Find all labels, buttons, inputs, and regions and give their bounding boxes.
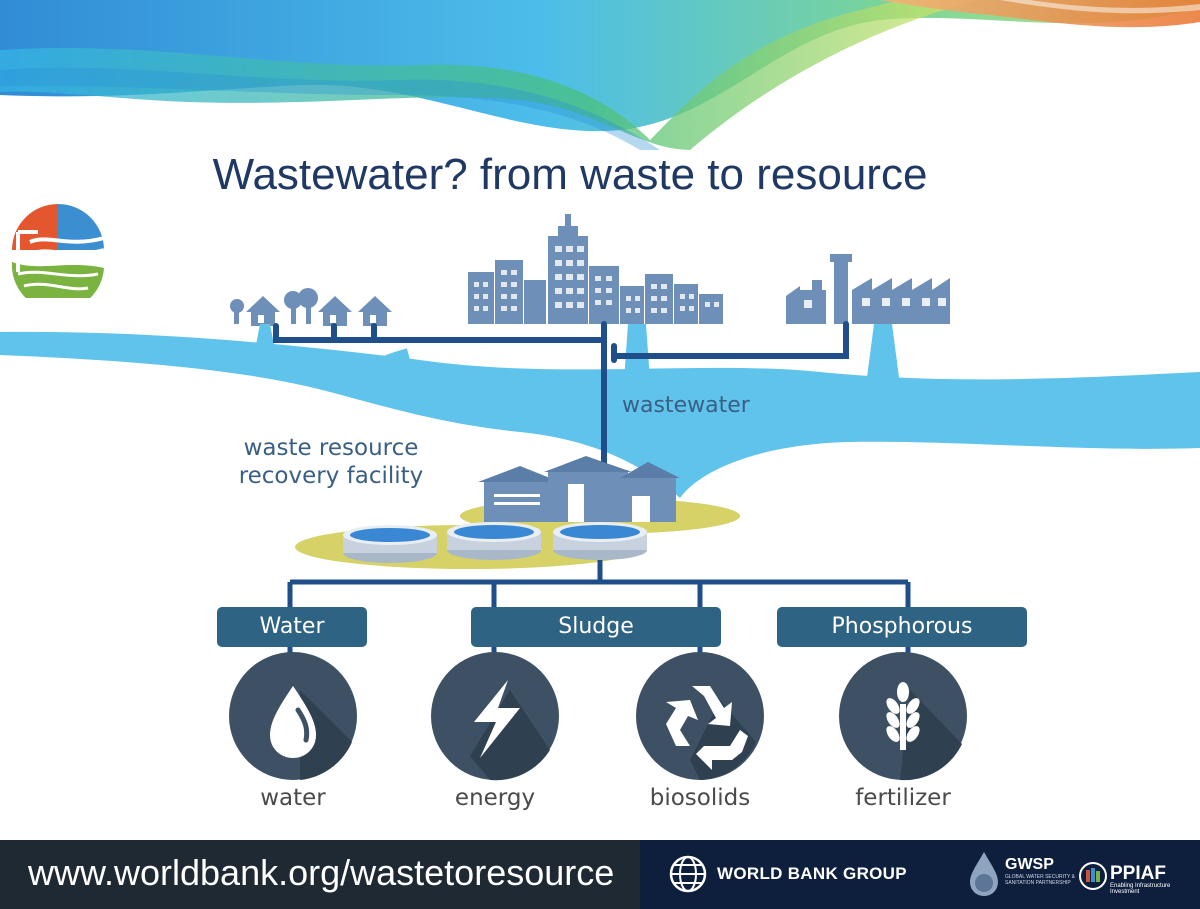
footer-url-link[interactable]: www.worldbank.org/wastetoresource (28, 852, 615, 893)
facility-label: waste resource recovery facility (216, 434, 446, 490)
water-stream-box (217, 607, 367, 647)
wheat-icon (839, 652, 967, 781)
sludge-stream-label: Sludge (558, 614, 634, 639)
facility-label-line2: recovery facility (238, 463, 424, 489)
ppiaf-logo: PPIAF (1110, 863, 1166, 884)
gwsp-logo-subtitle: GLOBAL WATER SECURITY & SANITATION PARTN… (1005, 874, 1076, 886)
globe-icon (669, 855, 707, 893)
river (0, 331, 1200, 498)
output-biosolids-label: biosolids (649, 785, 751, 811)
lightning-bolt-icon (431, 652, 559, 781)
organization-logo (11, 204, 105, 298)
water-drop-icon (229, 652, 357, 780)
phosphorous-stream-label: Phosphorous (831, 614, 973, 639)
waste-to-resource-diagram (0, 214, 1200, 781)
water-stream-label: Water (259, 614, 325, 639)
rural-houses-icon (230, 288, 392, 326)
output-fertilizer-label: fertilizer (855, 785, 951, 811)
decorative-wave-banner (0, 0, 1200, 150)
slide-title: Wastewater? from waste to resource (212, 150, 928, 199)
phosphorous-stream-box (777, 607, 1027, 647)
facility-label-line1: waste resource (243, 435, 419, 461)
facility-building-icon (478, 456, 680, 522)
world-bank-group-logo: WORLD BANK GROUP (717, 864, 907, 883)
recycle-icon (636, 652, 764, 780)
wastewater-pipes (273, 321, 849, 483)
output-energy-label: energy (454, 785, 536, 811)
gwsp-logo: GWSP (1005, 856, 1054, 873)
treatment-tanks-icon (343, 522, 647, 563)
water-drop-globe-icon (970, 852, 998, 896)
wastewater-flow-label: wastewater (622, 393, 750, 418)
sludge-stream-box (471, 607, 721, 647)
factory-icon (786, 254, 950, 324)
ppiaf-emblem-icon (1079, 862, 1107, 890)
output-water-label: water (260, 785, 326, 811)
ppiaf-logo-subtitle: Enabling Infrastructure Investment (1110, 883, 1171, 895)
city-buildings-icon (468, 214, 723, 324)
footer-url-bar (0, 840, 640, 909)
